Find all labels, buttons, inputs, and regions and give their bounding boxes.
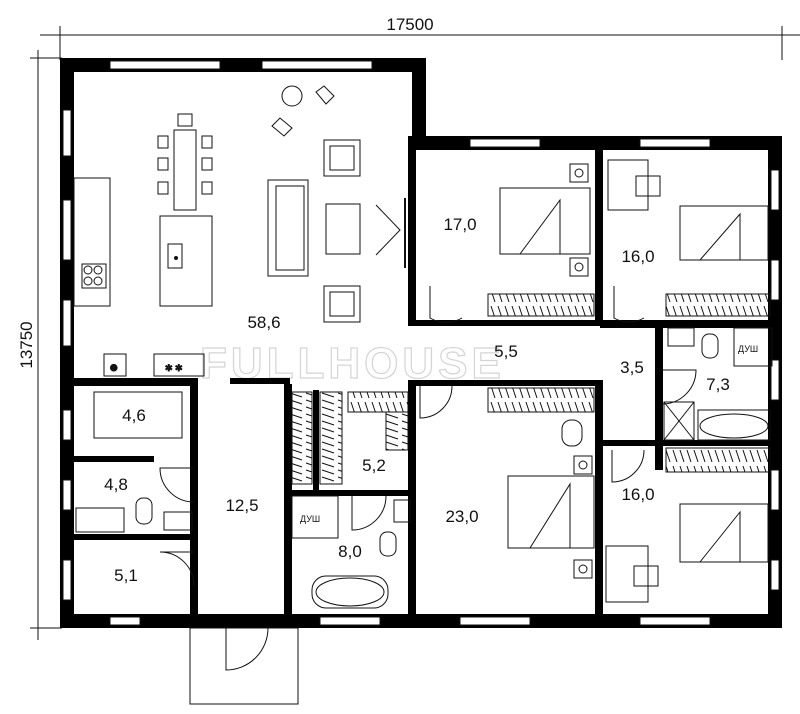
room-area-wc: 4,8 bbox=[104, 475, 128, 494]
entrance-porch bbox=[189, 627, 299, 705]
bedroom-top-furniture bbox=[429, 163, 595, 323]
height-dimension: 13750 bbox=[17, 321, 36, 368]
room-area-bedroom-right-bottom: 16,0 bbox=[621, 485, 654, 504]
width-dimension: 17500 bbox=[386, 15, 433, 34]
svg-text:✲ ✲: ✲ ✲ bbox=[165, 363, 183, 373]
bath-right-fixtures bbox=[661, 327, 773, 441]
room-area-bedroom-master: 23,0 bbox=[445, 507, 478, 526]
room-area-bath-main: 8,0 bbox=[338, 542, 362, 561]
bedroom-right-top-furniture bbox=[607, 159, 771, 323]
room-area-bedroom-right-top: 16,0 bbox=[621, 247, 654, 266]
dimension-lines bbox=[30, 26, 800, 640]
bath-main-fixtures bbox=[291, 495, 411, 609]
room-area-boiler: 5,1 bbox=[114, 566, 138, 585]
dining-set bbox=[157, 113, 213, 211]
windows bbox=[62, 60, 780, 626]
room-area-storage: 4,6 bbox=[122, 406, 146, 425]
room-area-bath-right: 7,3 bbox=[706, 375, 730, 394]
room-area-living: 58,6 bbox=[247, 313, 280, 332]
wardrobe-fixtures bbox=[291, 391, 409, 485]
room-area-wardrobe: 5,2 bbox=[362, 456, 386, 475]
interior-walls bbox=[74, 136, 772, 614]
wc-fixtures bbox=[75, 467, 195, 533]
shower-label-main: ДУШ bbox=[300, 514, 320, 524]
bedroom-master-furniture bbox=[419, 385, 595, 579]
boiler-door bbox=[159, 551, 195, 587]
kitchen: ✲ ✲ ✺ bbox=[73, 177, 213, 377]
storage-fixtures bbox=[93, 391, 183, 439]
bedroom-right-bottom-furniture bbox=[605, 447, 771, 603]
shower-label-right: ДУШ bbox=[738, 344, 758, 354]
svg-text:✺: ✺ bbox=[110, 363, 118, 373]
room-area-vestibule: 12,5 bbox=[225, 496, 258, 515]
room-area-corridor-right: 3,5 bbox=[620, 358, 644, 377]
lounge-furniture bbox=[267, 85, 406, 323]
room-area-hall: 5,5 bbox=[494, 342, 518, 361]
room-area-bedroom-top: 17,0 bbox=[443, 215, 476, 234]
